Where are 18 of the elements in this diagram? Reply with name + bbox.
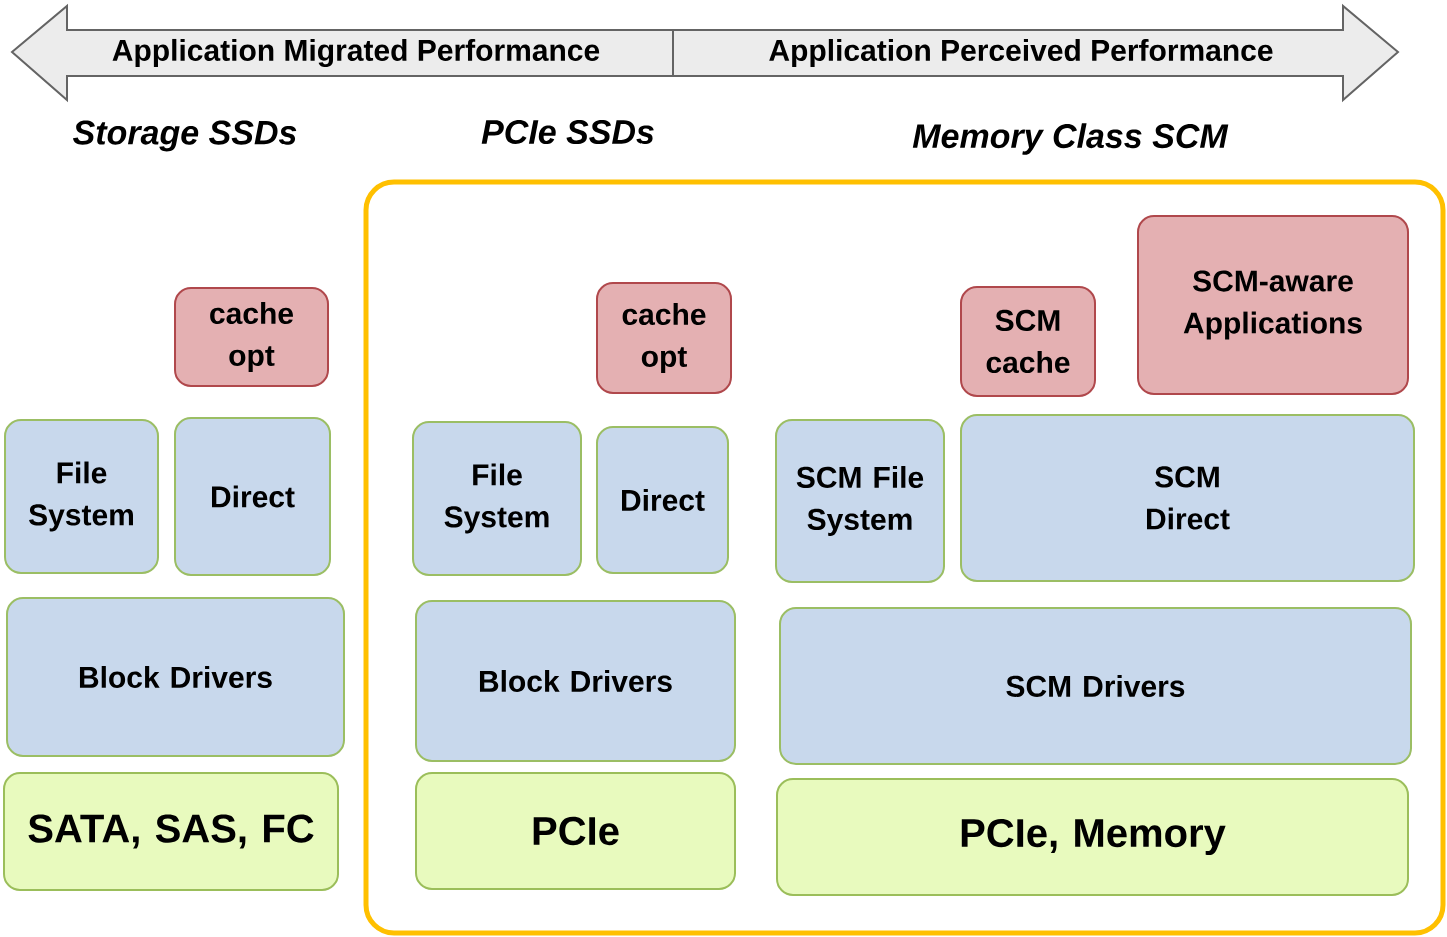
interface-box: SATA, SAS, FC xyxy=(3,772,339,891)
layer-box: Direct xyxy=(596,426,729,574)
cache-box: cache opt xyxy=(174,287,329,387)
layer-box: SCM File System xyxy=(775,419,945,583)
group-frame xyxy=(363,179,1446,936)
layer-box: Block Drivers xyxy=(6,597,345,757)
cache-box: cache opt xyxy=(596,282,732,394)
layer-box: File System xyxy=(4,419,159,574)
column-heading: Memory Class SCM xyxy=(912,123,1229,155)
layer-box: File System xyxy=(412,421,582,576)
layer-box: SCM Drivers xyxy=(779,607,1412,765)
cache-box: SCM-aware Applications xyxy=(1137,215,1409,395)
cache-box: SCM cache xyxy=(960,286,1096,397)
layer-box: SCM Direct xyxy=(960,414,1415,582)
layer-box: Direct xyxy=(174,417,331,576)
interface-box: PCIe, Memory xyxy=(776,778,1409,896)
layer-box: Block Drivers xyxy=(415,600,736,762)
interface-box: PCIe xyxy=(415,772,736,890)
